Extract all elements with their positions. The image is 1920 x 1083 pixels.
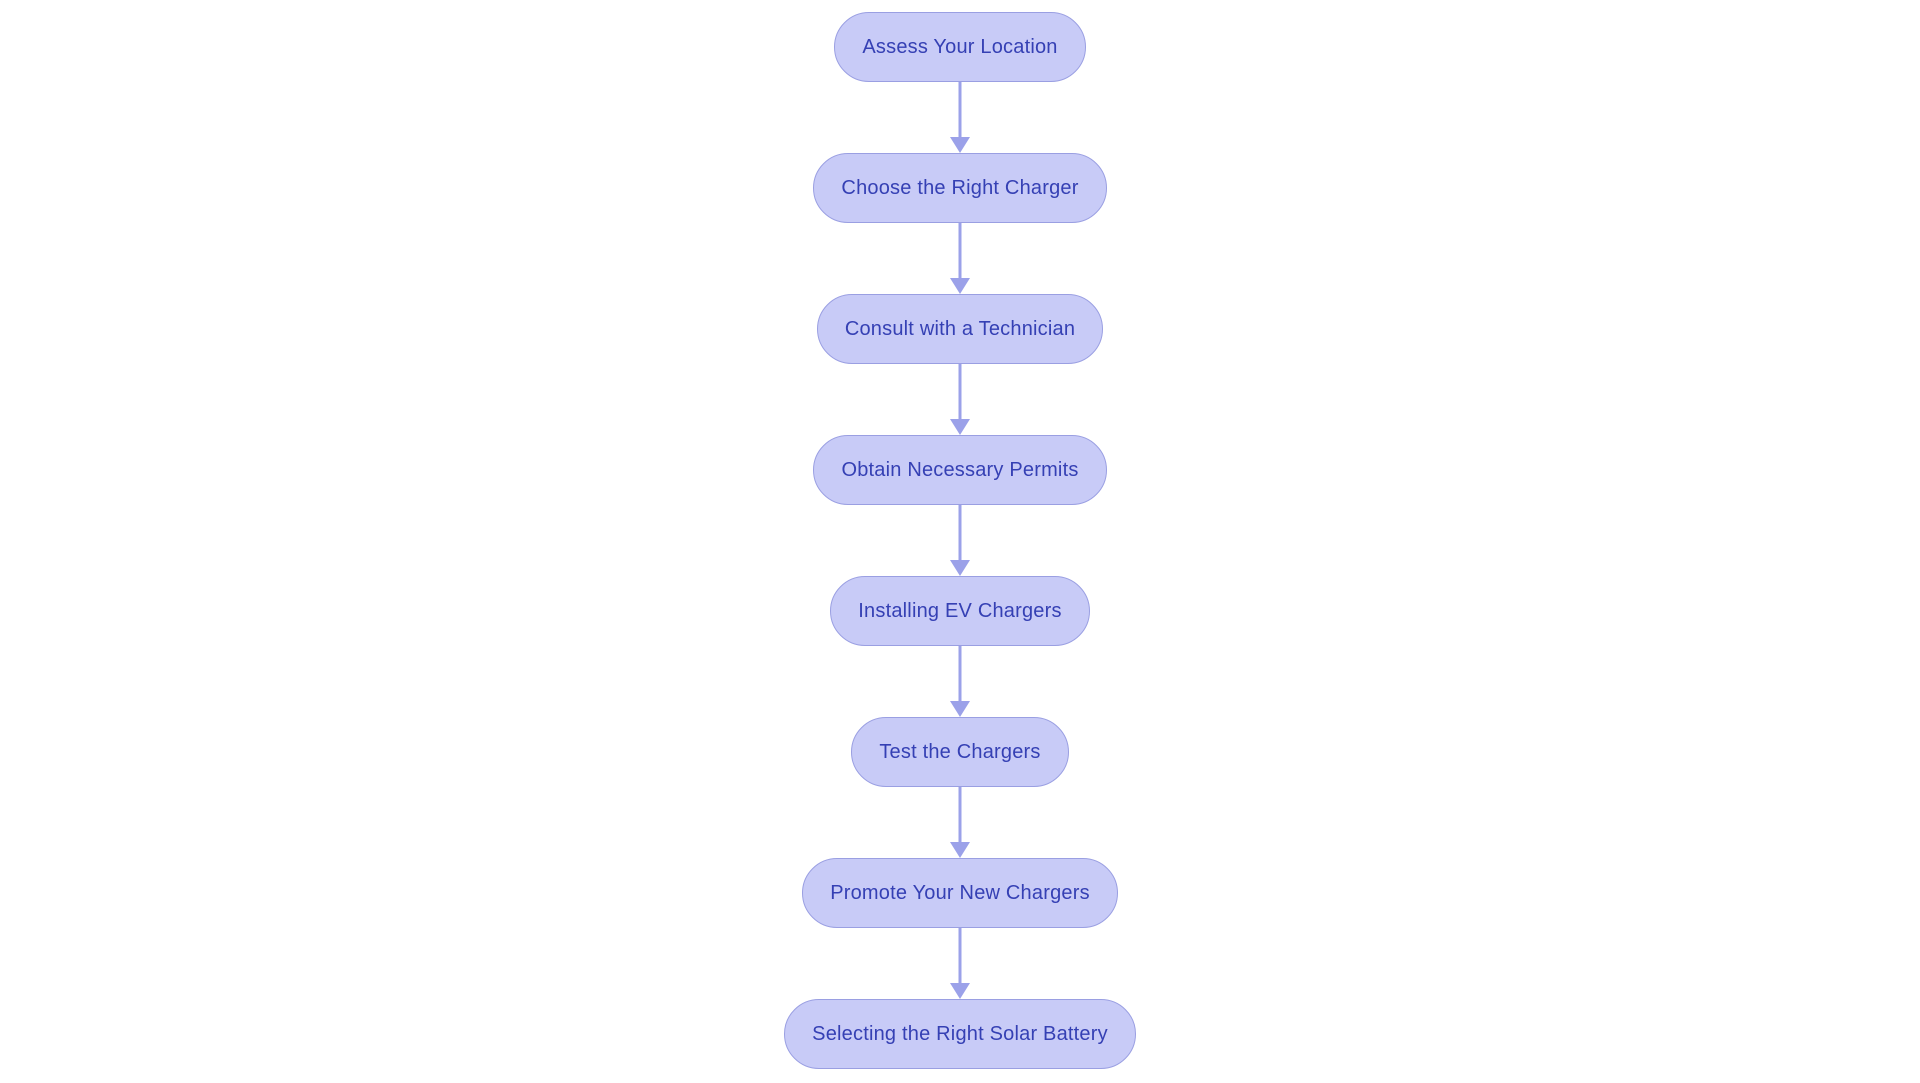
flow-node-installing-ev-chargers: Installing EV Chargers (830, 576, 1090, 646)
arrow-line (958, 646, 962, 703)
flow-node-promote-your-new-chargers: Promote Your New Chargers (802, 858, 1118, 928)
flowchart-column: Assess Your Location Choose the Right Ch… (784, 0, 1136, 1069)
arrow-down-icon (950, 137, 970, 153)
flow-arrow-2 (948, 223, 972, 294)
flow-node-obtain-necessary-permits: Obtain Necessary Permits (813, 435, 1107, 505)
flow-arrow-1 (948, 82, 972, 153)
arrow-line (958, 787, 962, 844)
flow-node-assess-your-location: Assess Your Location (834, 12, 1086, 82)
node-label: Selecting the Right Solar Battery (812, 1022, 1108, 1045)
node-label: Obtain Necessary Permits (841, 458, 1079, 481)
flow-arrow-6 (948, 787, 972, 858)
arrow-down-icon (950, 278, 970, 294)
arrow-line (958, 223, 962, 280)
arrow-down-icon (950, 842, 970, 858)
node-label: Test the Chargers (879, 740, 1041, 763)
flow-node-choose-the-right-charger: Choose the Right Charger (813, 153, 1107, 223)
arrow-line (958, 82, 962, 139)
flow-arrow-3 (948, 364, 972, 435)
arrow-down-icon (950, 983, 970, 999)
node-label: Choose the Right Charger (841, 176, 1079, 199)
arrow-down-icon (950, 701, 970, 717)
flow-node-consult-with-a-technician: Consult with a Technician (816, 294, 1104, 364)
node-label: Promote Your New Chargers (830, 881, 1090, 904)
flow-node-test-the-chargers: Test the Chargers (851, 717, 1069, 787)
flow-arrow-4 (948, 505, 972, 576)
flow-node-selecting-the-right-solar-battery: Selecting the Right Solar Battery (784, 999, 1136, 1069)
arrow-line (958, 928, 962, 985)
flow-arrow-7 (948, 928, 972, 999)
arrow-line (958, 505, 962, 562)
node-label: Assess Your Location (862, 35, 1058, 58)
arrow-down-icon (950, 560, 970, 576)
node-label: Installing EV Chargers (858, 599, 1062, 622)
flow-arrow-5 (948, 646, 972, 717)
arrow-line (958, 364, 962, 421)
node-label: Consult with a Technician (844, 317, 1076, 340)
arrow-down-icon (950, 419, 970, 435)
